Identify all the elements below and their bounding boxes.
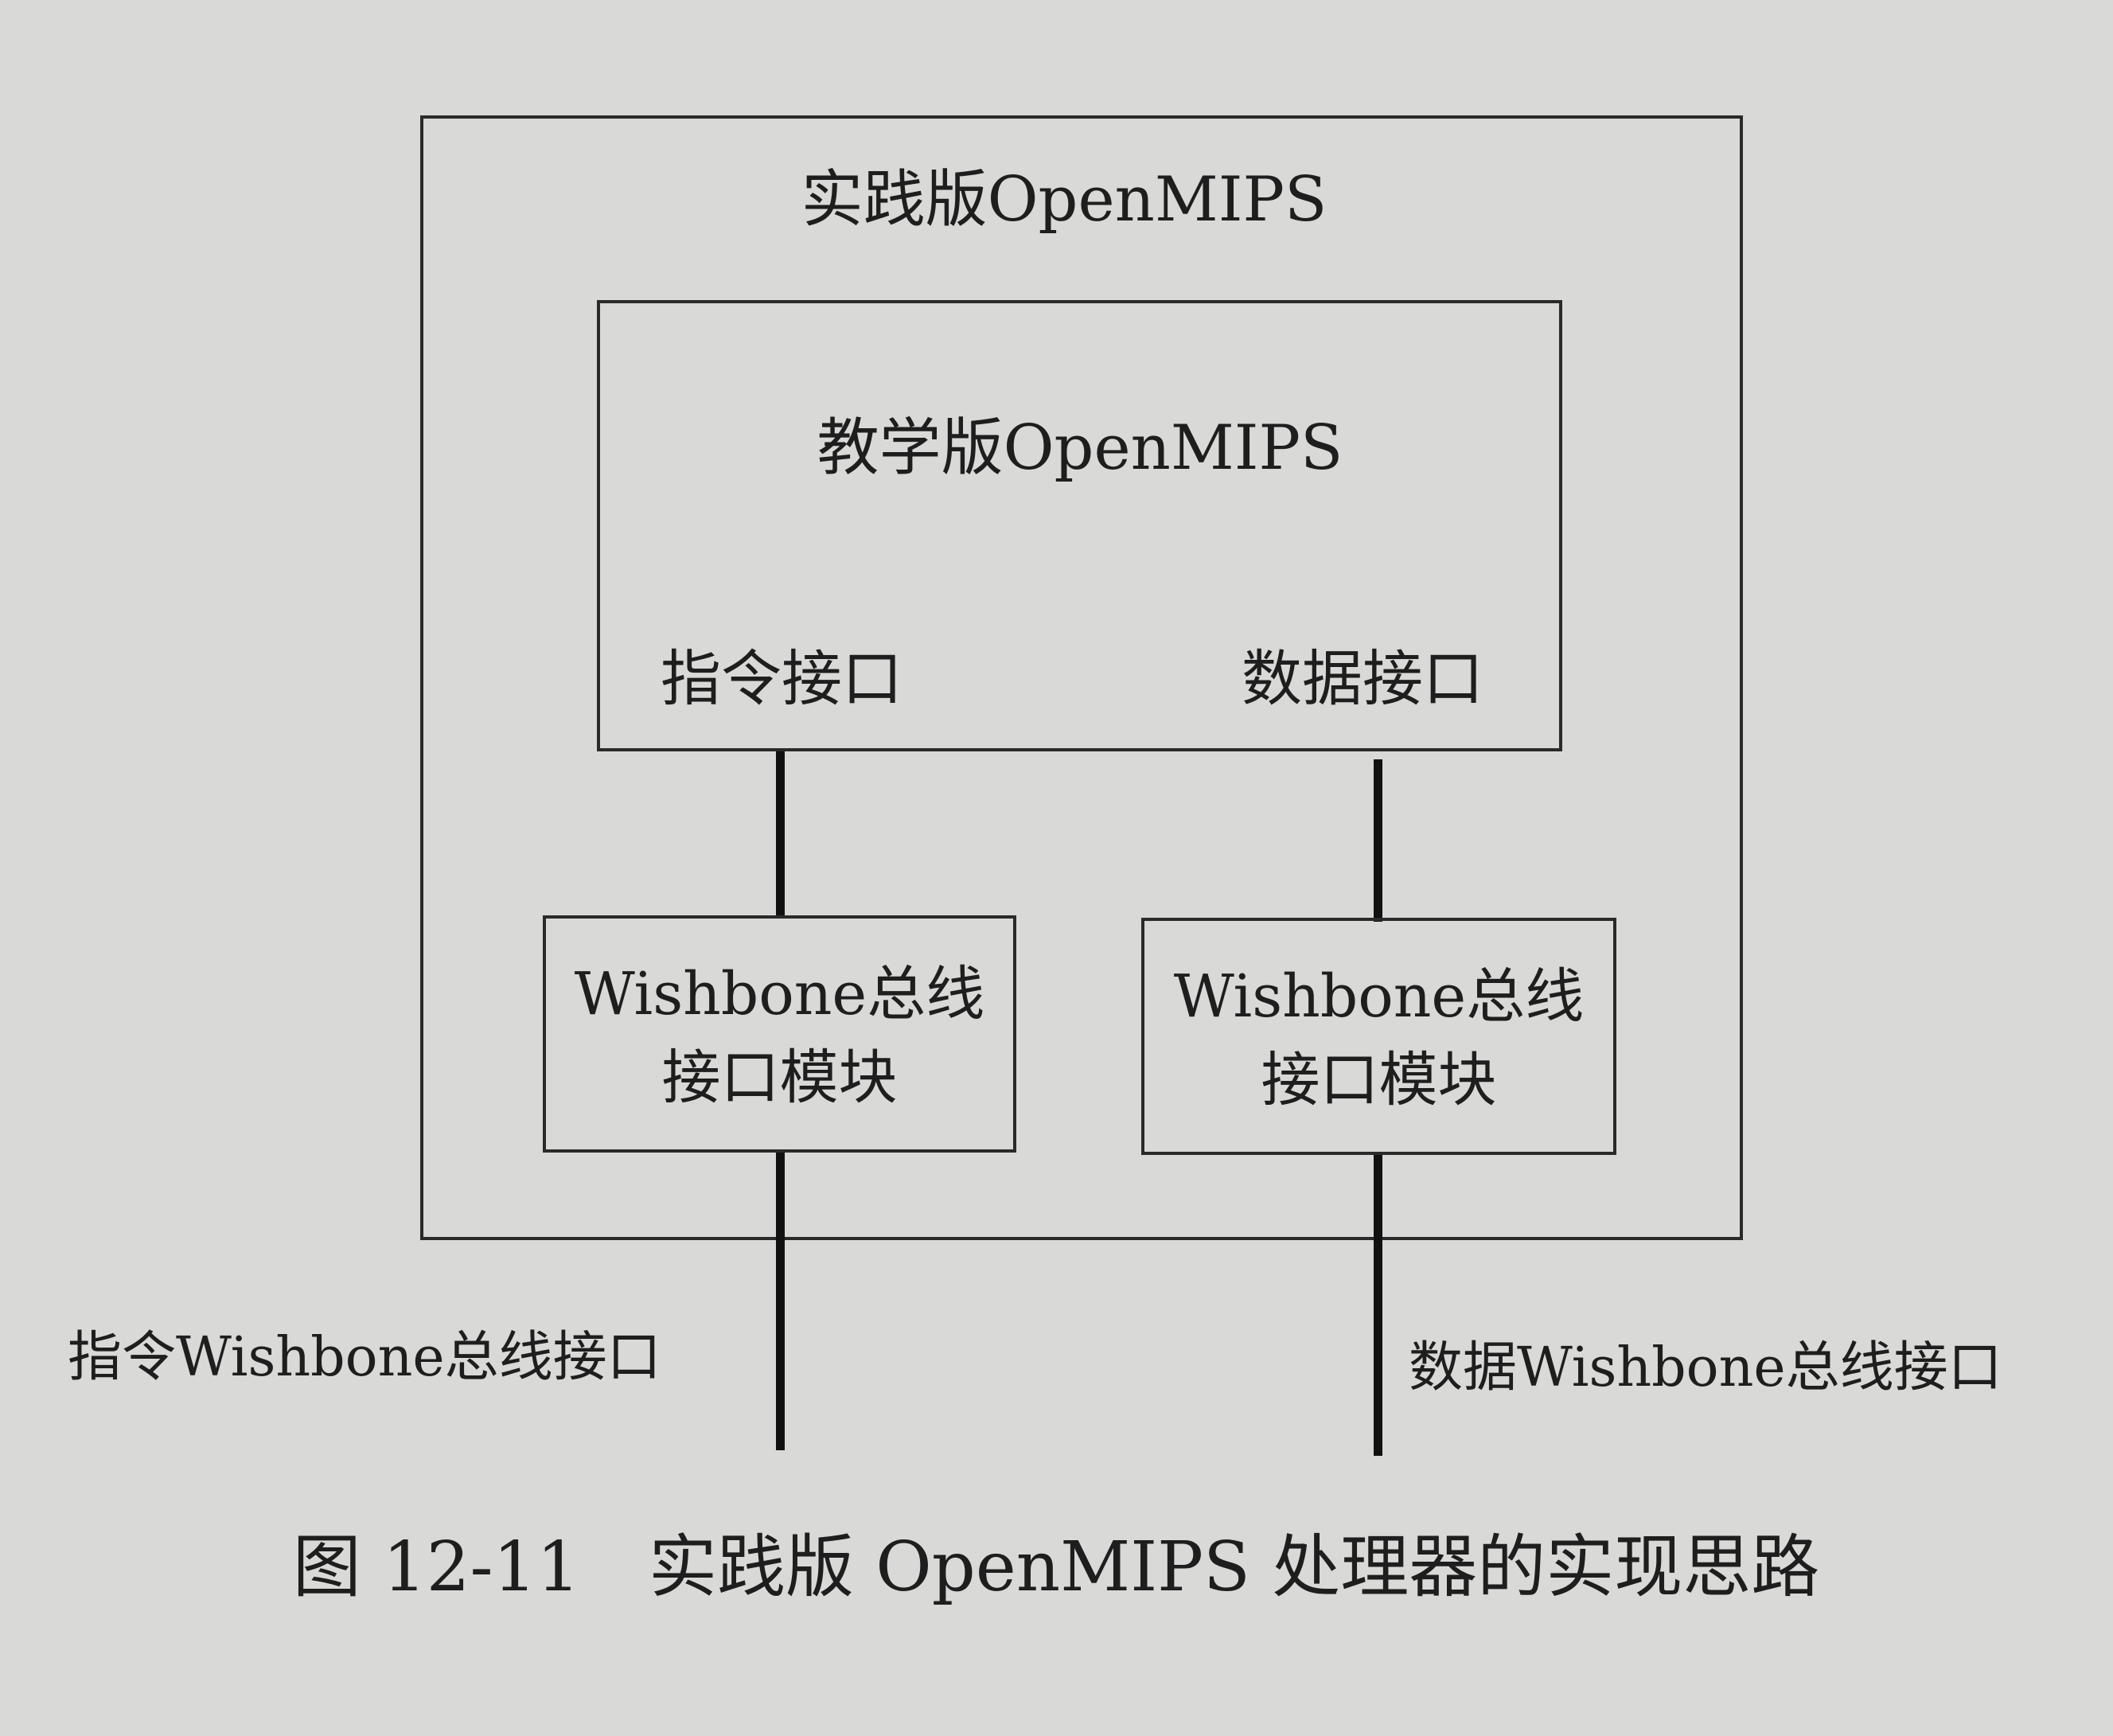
instruction-bus-label: 指令Wishbone总线接口 [68, 1326, 661, 1389]
instruction-bus-wire [776, 1153, 785, 1450]
outer-box-title: 实践版OpenMIPS [801, 164, 1327, 236]
inner-box-teaching-openmips [597, 300, 1562, 751]
right-module-line2: 接口模块 [1261, 1046, 1497, 1114]
instruction-port-wire [776, 751, 785, 917]
left-module-line1: Wishbone总线 [574, 960, 985, 1028]
data-bus-label: 数据Wishbone总线接口 [1409, 1336, 2002, 1399]
outer-box-practice-openmips [420, 115, 1743, 1240]
data-bus-wire [1374, 1155, 1382, 1456]
inner-box-title: 教学版OpenMIPS [817, 412, 1343, 484]
data-port-label: 数据接口 [1242, 643, 1483, 714]
figure-caption: 图 12-11 实践版 OpenMIPS 处理器的实现思路 [292, 1527, 1820, 1607]
instruction-port-label: 指令接口 [661, 643, 903, 714]
left-wishbone-module: Wishbone总线 接口模块 [543, 915, 1016, 1153]
data-port-wire [1374, 759, 1382, 922]
right-wishbone-module: Wishbone总线 接口模块 [1141, 918, 1616, 1155]
left-module-line2: 接口模块 [661, 1044, 898, 1112]
right-module-line1: Wishbone总线 [1173, 962, 1585, 1031]
